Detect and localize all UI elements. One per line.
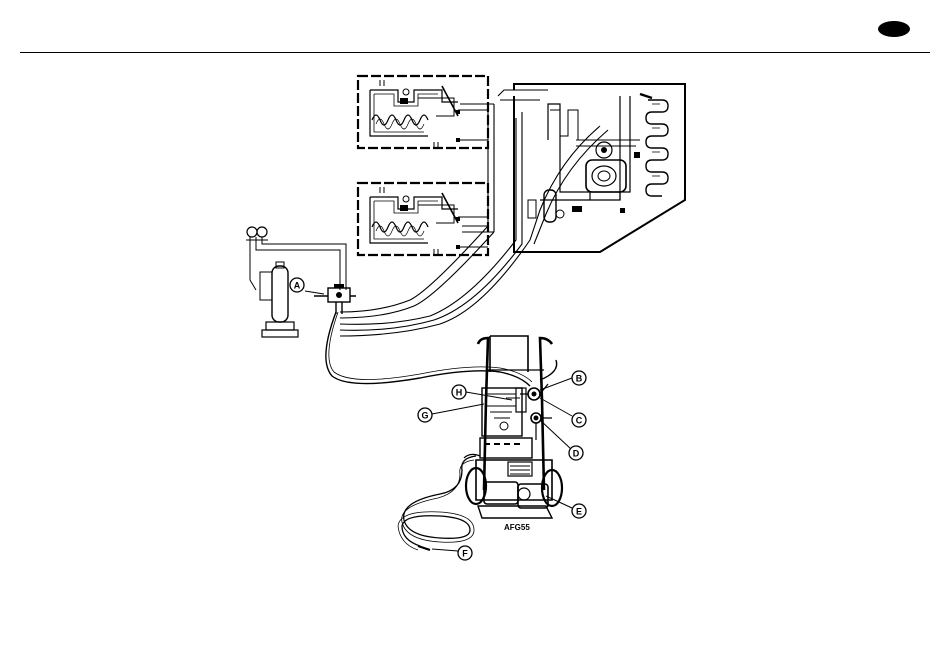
- callout-a: A: [290, 278, 304, 292]
- callout-b: B: [572, 371, 586, 385]
- callout-h: H: [452, 385, 466, 399]
- callout-c: C: [572, 413, 586, 427]
- callout-c-label: C: [576, 416, 583, 426]
- figure-code: AFG55: [504, 523, 530, 532]
- callout-g-label: G: [421, 411, 428, 421]
- callout-b-label: B: [576, 374, 583, 384]
- callout-f-label: F: [462, 549, 468, 559]
- callout-h-label: H: [456, 388, 463, 398]
- indoor-coil-unit-upper: [358, 76, 488, 148]
- callout-e: E: [572, 504, 586, 518]
- indoor-coil-unit-lower: [358, 183, 488, 255]
- callout-d-label: D: [573, 449, 580, 459]
- refrigerant-cylinder: [260, 262, 298, 337]
- service-hose: [326, 312, 530, 386]
- outdoor-condensing-unit: [514, 84, 685, 252]
- callout-e-label: E: [576, 507, 582, 517]
- callout-g: G: [418, 408, 432, 422]
- callout-a-label: A: [294, 281, 301, 291]
- charging-manifold: [314, 284, 356, 314]
- discharge-hose-coil: [398, 456, 476, 550]
- callout-f: F: [458, 546, 472, 560]
- callout-d: D: [569, 446, 583, 460]
